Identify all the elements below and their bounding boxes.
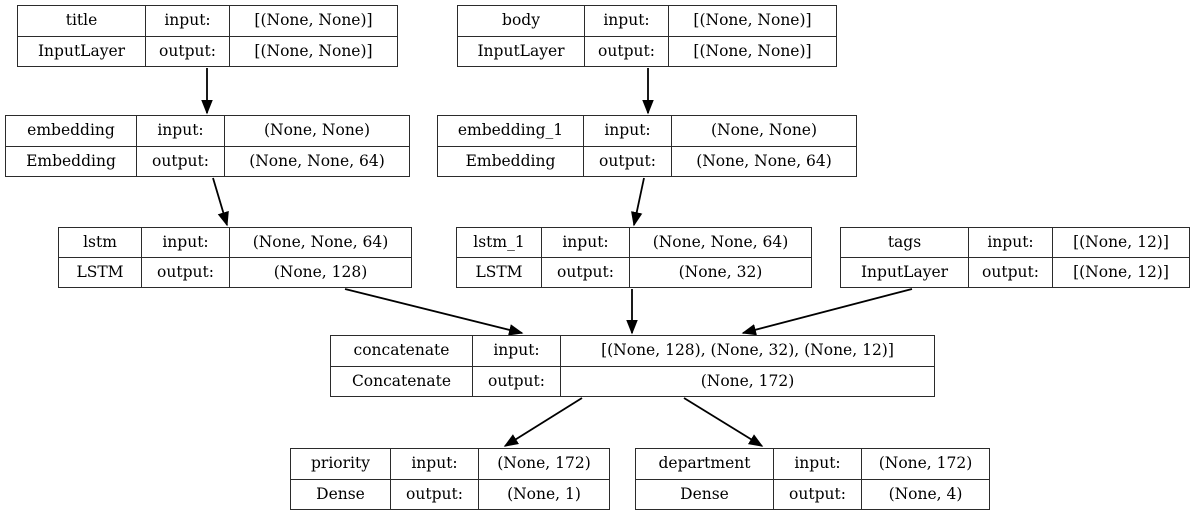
node-department-output-shape: (None, 4) (888, 484, 963, 503)
node-lstm-output-caption: output: (142, 258, 230, 287)
node-body-label: body (458, 6, 585, 36)
node-title-label: title (18, 6, 146, 36)
node-priority-output-caption: output: (391, 479, 479, 509)
node-embedding-class: Embedding (6, 146, 137, 176)
node-embedding_1-input-shape: (None, None) (710, 121, 818, 139)
node-concatenate-label: concatenate (331, 336, 473, 366)
node-title-output-shape: [(None, None)] (254, 41, 373, 60)
node-body-output-shape: [(None, None)] (693, 41, 812, 60)
node-embedding_1-input-caption: input: (584, 116, 672, 146)
node-lstm_1-input-caption: input: (542, 228, 630, 257)
node-lstm-label: lstm (59, 228, 142, 257)
node-embedding_1-label: embedding_1 (438, 116, 584, 146)
edge-tags-to-concatenate (741, 288, 913, 336)
node-lstm_1-class: LSTM (457, 258, 542, 287)
node-embedding_1-class: Embedding (438, 146, 584, 176)
node-lstm-input-caption: input: (142, 228, 230, 257)
node-concatenate-class: Concatenate (331, 366, 473, 396)
node-department-input-shape: (None, 172) (878, 454, 973, 472)
node-embedding-input-shape: (None, None) (263, 121, 371, 139)
edge-lstm-to-concatenate (344, 288, 524, 336)
edge-embedding-to-lstm (212, 177, 229, 227)
node-department-input-caption: input: (774, 449, 862, 479)
node-tags-label: tags (841, 228, 969, 257)
node-lstm_1-label: lstm_1 (457, 228, 542, 257)
node-lstm_1-output-shape: (None, 32) (678, 262, 763, 281)
node-embedding-output-shape: (None, None, 64) (249, 151, 385, 170)
node-tags-class: InputLayer (841, 258, 969, 287)
node-tags-input-caption: input: (969, 228, 1053, 257)
node-title-input-shape: [(None, None)] (254, 11, 373, 29)
node-embedding-label: embedding (6, 116, 137, 146)
node-priority-input-shape: (None, 172) (497, 454, 591, 472)
node-title-output-caption: output: (146, 36, 230, 66)
node-priority-label: priority (291, 449, 391, 479)
node-embedding-input-caption: input: (137, 116, 225, 146)
node-embedding_1-output-caption: output: (584, 146, 672, 176)
edge-concatenate-to-priority (503, 397, 583, 447)
node-body-output-caption: output: (585, 36, 669, 66)
node-lstm_1-input-shape: (None, None, 64) (652, 232, 789, 251)
node-title-class: InputLayer (18, 36, 146, 66)
node-concatenate-output-caption: output: (473, 366, 561, 396)
node-department-class: Dense (636, 479, 774, 509)
node-lstm-input-shape: (None, None, 64) (252, 232, 389, 251)
node-concatenate-input-caption: input: (473, 336, 561, 366)
node-tags-output-caption: output: (969, 258, 1053, 287)
node-body-input-caption: input: (585, 6, 669, 36)
node-priority-output-shape: (None, 1) (507, 484, 581, 503)
node-embedding_1-output-shape: (None, None, 64) (696, 151, 832, 170)
node-lstm-output-shape: (None, 128) (273, 262, 368, 281)
edge-embedding_1-to-lstm_1 (631, 177, 645, 227)
node-priority-class: Dense (291, 479, 391, 509)
node-tags-input-shape: [(None, 12)] (1073, 232, 1169, 251)
node-concatenate-output-shape: (None, 172) (700, 371, 795, 390)
node-concatenate-input-shape: [(None, 128), (None, 32), (None, 12)] (601, 341, 894, 359)
node-tags-output-shape: [(None, 12)] (1073, 262, 1169, 281)
node-body-class: InputLayer (458, 36, 585, 66)
node-department-output-caption: output: (774, 479, 862, 509)
node-title-input-caption: input: (146, 6, 230, 36)
node-department-label: department (636, 449, 774, 479)
node-lstm-class: LSTM (59, 258, 142, 287)
node-body-input-shape: [(None, None)] (693, 11, 812, 29)
node-lstm_1-output-caption: output: (542, 258, 630, 287)
node-priority-input-caption: input: (391, 449, 479, 479)
edge-concatenate-to-department (683, 397, 764, 447)
node-embedding-output-caption: output: (137, 146, 225, 176)
